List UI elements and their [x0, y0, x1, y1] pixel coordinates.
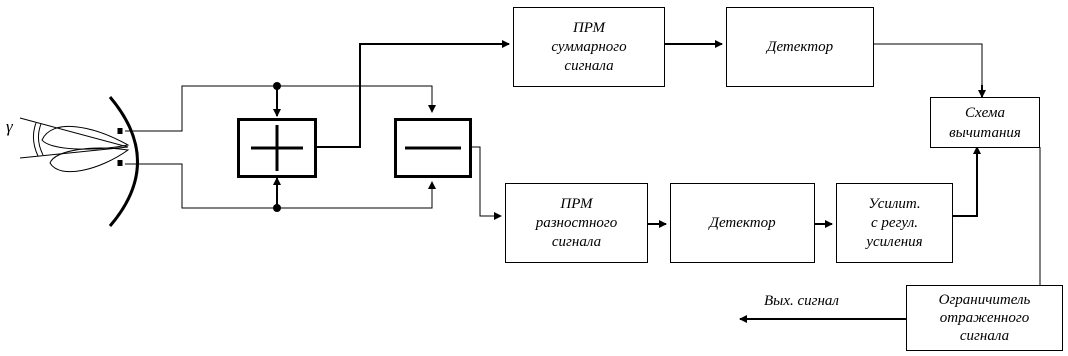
diff-receiver-label: ПРМ разностного сигнала [535, 195, 618, 250]
limiter-label: Ограничитель отраженного сигнала [938, 292, 1031, 344]
subtraction-block: Схема вычитания [930, 97, 1040, 148]
antenna-angle-label: γ [6, 117, 13, 136]
sum-receiver-label: ПРМ суммарного сигнала [551, 19, 627, 74]
sum-receiver-block: ПРМ суммарного сигнала [513, 7, 665, 87]
antenna-icon [19, 96, 139, 227]
output-signal-label: Вых. сигнал [764, 293, 839, 309]
diff-detector-label: Детектор [709, 214, 776, 231]
subtraction-label: Схема вычитания [949, 104, 1021, 141]
diff-detector-block: Детектор [670, 183, 815, 263]
sum-detector-label: Детектор [766, 38, 834, 55]
diff-receiver-block: ПРМ разностного сигнала [505, 183, 648, 263]
sum-detector-block: Детектор [726, 7, 874, 87]
amplifier-block: Усилит. с регул. усиления [836, 183, 953, 263]
limiter-block: Ограничитель отраженного сигнала [906, 285, 1063, 351]
amplifier-label: Усилит. с регул. усиления [866, 195, 923, 250]
